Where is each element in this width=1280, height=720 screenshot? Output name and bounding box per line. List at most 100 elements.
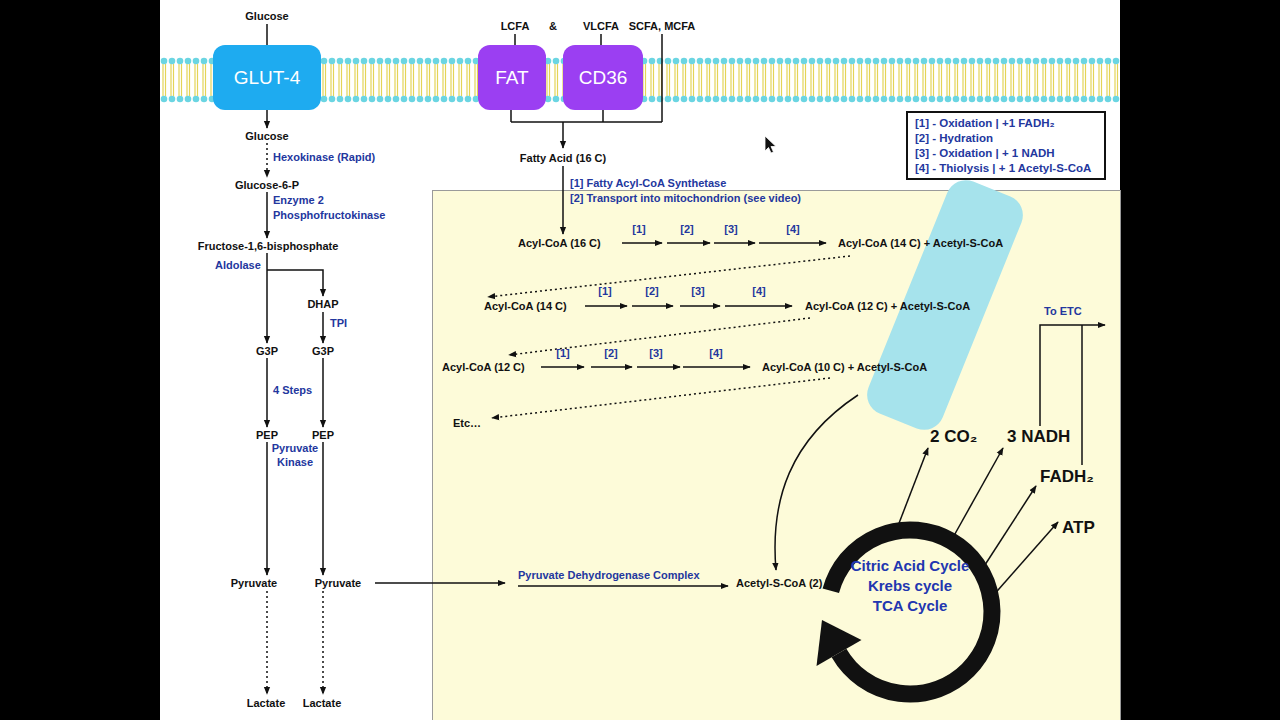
step-arrow — [632, 305, 673, 307]
step-arrow — [714, 242, 755, 244]
metabolite-label: Glucose — [245, 129, 288, 143]
flow-line — [514, 34, 516, 45]
metabolite-label: DHAP — [307, 297, 338, 311]
flow-arrow — [266, 591, 268, 694]
enzyme-label: [3] — [691, 284, 704, 298]
enzyme-label: [1] Fatty Acyl-CoA Synthetase — [570, 176, 726, 190]
enzyme-label: [1] — [556, 346, 569, 360]
metabolite-label: Etc… — [453, 416, 481, 430]
cycle-name: TCA Cycle — [873, 596, 947, 616]
key-entry: [3] - Oxidation | + 1 NADH — [915, 146, 1097, 161]
mouse-cursor — [765, 136, 776, 153]
metabolite-label: Acyl-CoA (12 C) + Acetyl-S-CoA — [805, 299, 970, 313]
transporter-box: GLUT-4 — [213, 45, 321, 110]
flow-arrow — [266, 253, 268, 343]
enzyme-label: Enzyme 2 — [273, 193, 324, 207]
cycle-ring-arrowhead — [817, 620, 862, 666]
enzyme-label: Phosphofructokinase — [273, 208, 385, 222]
flow-arrow — [322, 591, 324, 694]
acetyl-feed-arrow — [775, 395, 858, 570]
enzyme-label: 4 Steps — [273, 383, 312, 397]
metabolite-label: SCFA, MCFA — [629, 19, 696, 33]
step-arrow — [591, 366, 632, 368]
step-arrow — [680, 305, 720, 307]
enzyme-label: To ETC — [1044, 304, 1082, 318]
box-label: FAT — [495, 67, 528, 89]
flow-line — [602, 110, 604, 122]
flow-arrow — [266, 143, 268, 177]
product-label: 2 CO₂ — [930, 427, 977, 447]
metabolite-label: PEP — [312, 428, 334, 442]
step-arrow — [541, 366, 584, 368]
flow-arrow — [266, 358, 268, 427]
metabolite-label: PEP — [256, 428, 278, 442]
metabolite-label: Acyl-CoA (14 C) + Acetyl-S-CoA — [838, 236, 1003, 250]
flow-arrow — [267, 270, 323, 296]
key-entry: [4] - Thiolysis | + 1 Acetyl-S-CoA — [915, 161, 1097, 176]
metabolite-label: Lactate — [303, 696, 342, 710]
mitochondrion-region — [433, 191, 1121, 720]
enzyme-label: Pyruvate Dehydrogenase Complex — [518, 568, 700, 582]
output-arrow — [981, 486, 1036, 571]
transporter-box: CD36 — [563, 45, 643, 110]
etc-line — [1081, 325, 1083, 465]
metabolite-label: Acyl-CoA (16 C) — [518, 236, 601, 250]
step-arrow — [637, 366, 680, 368]
step-key-box: [1] - Oxidation | +1 FADH₂[2] - Hydratio… — [906, 111, 1106, 180]
enzyme-label: [3] — [724, 222, 737, 236]
enzyme-label: [4] — [752, 284, 765, 298]
flow-arrow — [518, 585, 728, 587]
flow-arrow — [266, 110, 268, 128]
transporter-box: FAT — [478, 45, 546, 110]
white-panel — [160, 0, 1120, 720]
flow-arrow — [375, 582, 505, 584]
metabolite-label: G3P — [312, 344, 334, 358]
flow-line — [661, 34, 663, 122]
metabolite-label: Acyl-CoA (10 C) + Acetyl-S-CoA — [762, 360, 927, 374]
box-label: GLUT-4 — [234, 67, 301, 89]
metabolite-label: LCFA — [501, 19, 530, 33]
step-arrow — [683, 366, 750, 368]
key-entry: [1] - Oxidation | +1 FADH₂ — [915, 116, 1097, 131]
metabolite-label: VLCFA — [583, 19, 619, 33]
cycle-name: Krebs cycle — [868, 576, 952, 596]
enzyme-label: [1] — [632, 222, 645, 236]
metabolite-label: Fatty Acid (16 C) — [520, 151, 606, 165]
metabolite-label: Acyl-CoA (14 C) — [484, 299, 567, 313]
output-arrow — [951, 448, 1003, 541]
enzyme-label: [2] — [680, 222, 693, 236]
enzyme-label: [4] — [786, 222, 799, 236]
enzyme-label: Aldolase — [215, 258, 261, 272]
product-label: 3 NADH — [1007, 427, 1070, 447]
flow-arrow — [266, 192, 268, 238]
flow-arrow — [322, 358, 324, 427]
etc-arrow — [1040, 325, 1105, 426]
key-entry: [2] - Hydration — [915, 131, 1097, 146]
flow-line — [266, 24, 268, 45]
enzyme-label: [2] — [645, 284, 658, 298]
output-arrow — [896, 448, 928, 531]
step-arrow — [585, 305, 627, 307]
step-arrow — [759, 242, 826, 244]
enzyme-label: [2] — [604, 346, 617, 360]
enzyme-label: Pyruvate Kinase — [267, 441, 323, 469]
metabolite-label: & — [549, 19, 557, 33]
cycle-return-arrow — [488, 256, 850, 297]
step-arrow — [622, 242, 662, 244]
output-arrow — [991, 522, 1058, 598]
enzyme-label: [4] — [709, 346, 722, 360]
enzyme-label: [3] — [649, 346, 662, 360]
flow-arrow — [562, 122, 564, 148]
cycle-ring-arc — [831, 530, 992, 694]
metabolite-label: Acetyl-S-CoA (2) — [736, 576, 822, 590]
box-label: CD36 — [579, 67, 628, 89]
flow-arrow — [266, 442, 268, 575]
flow-arrow — [562, 166, 564, 234]
step-arrow — [725, 305, 792, 307]
flow-arrow — [322, 442, 324, 575]
metabolite-label: Pyruvate — [315, 576, 361, 590]
metabolite-label: Glucose — [245, 9, 288, 23]
product-label: FADH₂ — [1040, 467, 1094, 487]
